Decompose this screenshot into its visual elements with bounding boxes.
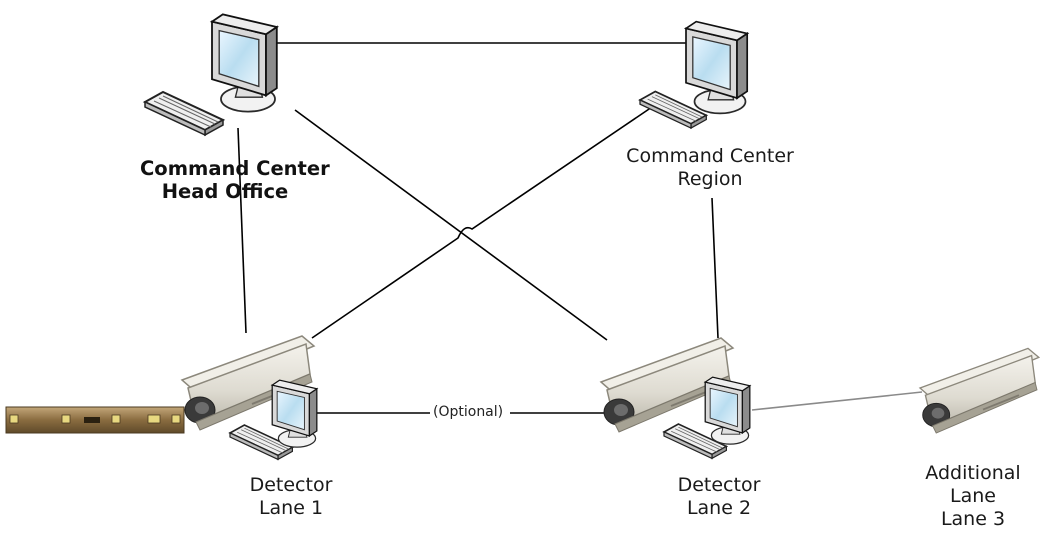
lane3-label-line3: Lane 3 [940,508,1006,530]
lane1-label-line2: Lane 1 [258,497,324,519]
desktop-computer-icon [211,13,278,113]
region-station [639,20,749,129]
lane2-label: Detector Lane 2 [664,474,774,520]
connection-lines [237,42,719,414]
head-office-station [144,13,278,136]
lane3-label-line1: Additional [925,462,1021,484]
link-lane2-lane3 [751,391,923,411]
detector-bar-icon [5,406,185,434]
lane2-detector [600,337,751,460]
link-region-lane2 [711,197,719,339]
keyboard-icon [144,91,224,136]
region-label: Command Center Region [620,145,800,191]
lane3-detector [919,347,1040,434]
lane2-label-line2: Lane 2 [686,497,752,519]
lane2-label-line1: Detector [677,474,761,496]
region-label-line1: Command Center [626,145,794,167]
link-headoffice-lane1 [237,127,247,334]
camera-housing-icon [919,347,1040,434]
link-headoffice-lane2 [294,109,608,341]
optional-link-label: (Optional) [432,404,505,420]
head-office-label-line1: Command Center [140,157,330,180]
link-lane1-region [311,104,656,339]
head-office-label-line2: Head Office [161,180,289,203]
desktop-computer-icon [704,376,751,445]
region-label-line2: Region [677,168,743,190]
lane1-label-line1: Detector [249,474,333,496]
lane3-label-line2: Lane [950,485,996,507]
lane1-detector [181,335,318,461]
head-office-label: Command Center Head Office [140,157,330,203]
lane1-label: Detector Lane 1 [236,474,346,520]
desktop-computer-icon [271,379,318,448]
desktop-computer-icon [685,20,749,115]
lane3-label: Additional Lane Lane 3 [917,462,1029,531]
